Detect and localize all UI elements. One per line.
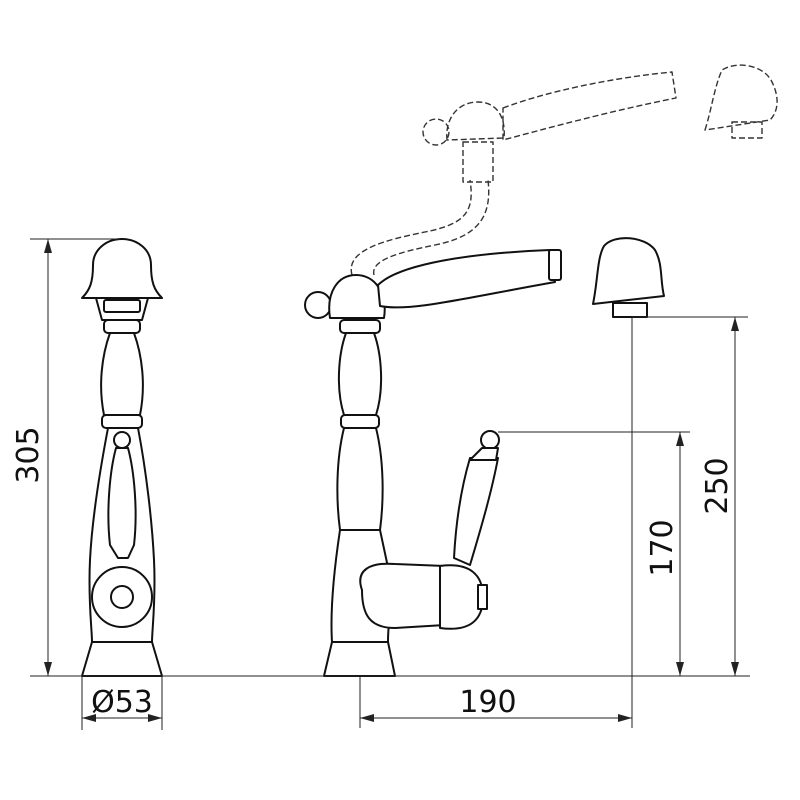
front-column (100, 332, 144, 416)
side-lever (453, 457, 499, 566)
front-base (81, 641, 163, 677)
front-head (81, 238, 163, 299)
side-spout-dome (328, 274, 386, 319)
dimension-lines (30, 238, 750, 730)
dim-190-arrow-left (360, 714, 374, 722)
front-handle-lever (107, 447, 137, 559)
front-upper-collar (103, 319, 141, 334)
side-cartridge-cap (439, 564, 484, 630)
ghost-aerator (731, 121, 763, 139)
side-cartridge-end (477, 584, 488, 610)
side-swivel-knob (304, 291, 332, 319)
side-collar (340, 414, 380, 429)
side-upper-column (337, 332, 383, 416)
front-handle-knob (113, 431, 131, 449)
ghost-head (704, 64, 778, 131)
ghost-hose (350, 179, 472, 276)
side-spray-aerator (612, 302, 648, 318)
dim-diam-arrow-left (82, 714, 96, 722)
dim-250-label: 250 (700, 457, 735, 514)
dim-305-arrow-bottom (44, 662, 52, 676)
side-spout-handle (377, 249, 556, 309)
side-view (304, 64, 778, 677)
dim-diam-label: Ø53 (91, 685, 153, 720)
front-handle-disc-center (110, 585, 134, 609)
side-spout-connector (548, 249, 562, 281)
ghost-knob (422, 118, 450, 146)
dim-170-label: 170 (645, 519, 680, 576)
dimension-labels: 305 Ø53 190 250 170 (11, 426, 735, 720)
dim-250-arrow-top (731, 317, 739, 331)
ghost-handle (502, 71, 677, 141)
dim-170-arrow-bottom (676, 662, 684, 676)
ghost-connector (462, 141, 494, 183)
front-view (81, 238, 163, 677)
side-lever-neck (469, 447, 499, 461)
dim-170-arrow-top (676, 432, 684, 446)
ghost-hose-inner (373, 179, 490, 276)
dim-305-label: 305 (11, 426, 46, 483)
side-base (323, 641, 396, 677)
ghost-cap (446, 101, 505, 141)
ghost-spout (350, 64, 778, 276)
dim-305-arrow-top (44, 239, 52, 253)
side-upper-collar (339, 319, 381, 334)
front-aerator (103, 299, 141, 313)
front-collar (101, 414, 143, 429)
dim-250-arrow-bottom (731, 662, 739, 676)
side-lever-knob (480, 430, 500, 450)
dim-190-arrow-right (618, 714, 632, 722)
dim-190-label: 190 (459, 685, 516, 720)
side-spray-head (592, 237, 665, 305)
side-cartridge (359, 562, 446, 629)
dim-diam-arrow-right (148, 714, 162, 722)
side-column (336, 427, 384, 531)
